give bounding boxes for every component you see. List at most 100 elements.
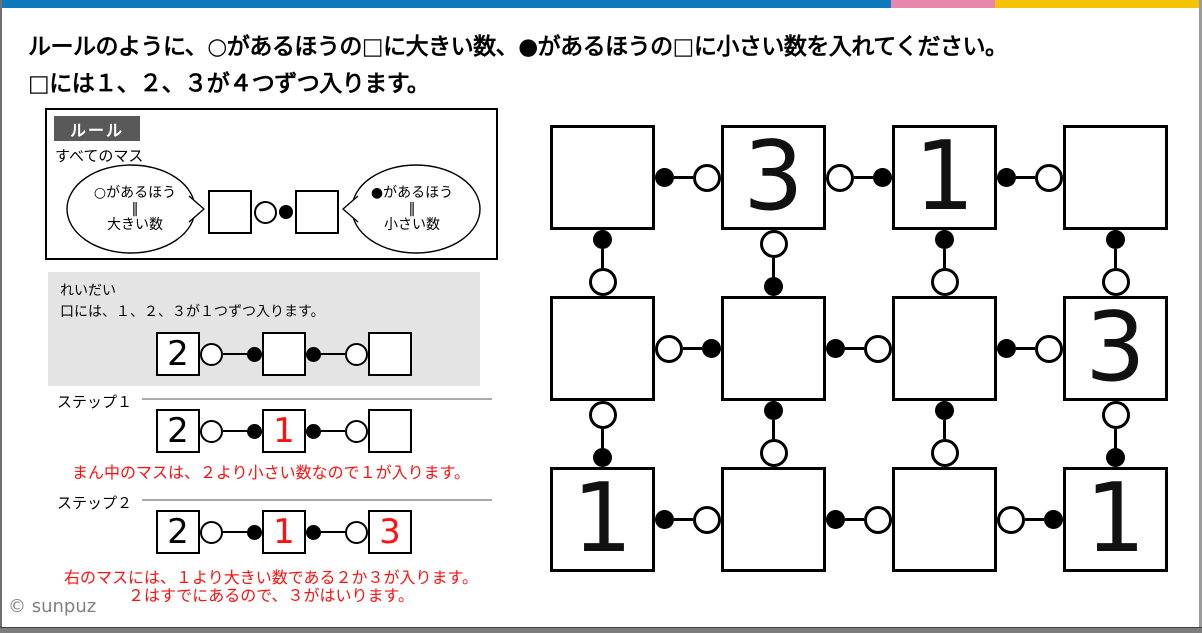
puzzle-cell-r3c1: 1 (550, 467, 655, 572)
filled-dot-icon (306, 423, 321, 439)
filled-dot-icon (247, 524, 262, 540)
connector-line (1114, 429, 1117, 448)
connector-line (943, 249, 946, 268)
open-circle-icon (345, 342, 368, 366)
circle-dot-connector (200, 518, 262, 546)
dot-circle-connector (655, 163, 721, 193)
open-circle-icon (693, 163, 721, 192)
open-circle-icon (1101, 401, 1130, 429)
dot-circle-connector (997, 163, 1063, 193)
bubble-left-line1: ○があるほう (93, 185, 177, 201)
dot-circle-connector (826, 334, 892, 364)
dot-circle-connector (306, 417, 368, 445)
bubble-right-line3: 小さい数 (384, 217, 440, 233)
example-description: 口には、１、２、３が１つずつ入ります。 (60, 304, 325, 320)
filled-dot-icon (997, 168, 1016, 187)
rule-header-badge: ルール (54, 116, 140, 141)
connector-line (223, 429, 247, 433)
connector-line (1114, 249, 1117, 268)
open-circle-icon (1035, 163, 1063, 192)
open-circle-icon (864, 334, 892, 363)
circle-dot-connector (200, 340, 262, 368)
connector-line (1016, 347, 1035, 350)
example-cell: 1 (262, 409, 306, 453)
filled-dot-icon (279, 205, 293, 219)
filled-dot-icon (764, 401, 783, 420)
puzzle-cell-r2c3[interactable] (892, 296, 997, 401)
filled-dot-icon (702, 339, 721, 358)
open-circle-icon (826, 163, 854, 192)
bubble-right-equals: ‖ (408, 201, 416, 217)
open-circle-icon (930, 268, 959, 296)
filled-dot-icon (997, 339, 1016, 358)
example-cell (368, 332, 412, 376)
puzzle-cell-r1c2: 3 (721, 125, 826, 230)
step2-note-line1: 右のマスには、１より大きい数である２か３が入ります。 (64, 568, 478, 587)
connector-line (845, 347, 864, 350)
circle-dot-connector (997, 505, 1063, 535)
dot-circle-connector (759, 401, 789, 467)
example-row: 2 (156, 332, 412, 376)
filled-dot-icon (764, 277, 783, 296)
dot-circle-connector (306, 518, 368, 546)
example-label: れいだい (60, 283, 116, 299)
open-circle-icon (588, 401, 617, 429)
step2-divider (142, 499, 492, 501)
top-bar-pink-segment (891, 0, 995, 8)
filled-dot-icon (1106, 230, 1125, 249)
rule-square-right (295, 190, 339, 234)
filled-dot-icon (826, 510, 845, 529)
filled-dot-icon (935, 401, 954, 420)
bubble-right-line1: ●があるほう (370, 185, 454, 201)
page-bottom-border (0, 627, 1202, 633)
connector-line (772, 258, 775, 277)
rule-box: ルール すべてのマス ○があるほう ‖ 大きい数 (45, 108, 498, 260)
step1-label: ステップ１ (57, 393, 133, 411)
open-circle-icon (200, 419, 223, 443)
dot-circle-connector (930, 230, 960, 296)
page-right-border (1199, 0, 1202, 633)
dot-circle-connector (588, 230, 618, 296)
top-color-bar (0, 0, 1202, 8)
connector-line (674, 518, 693, 521)
filled-dot-icon (655, 168, 674, 187)
rule-square-left (208, 190, 252, 234)
connector-line (321, 352, 345, 356)
circle-dot-connector (655, 334, 721, 364)
connector-line (601, 429, 604, 448)
circle-dot-connector (826, 163, 892, 193)
filled-dot-icon (873, 168, 892, 187)
instruction-title-line1: ルールのように、○があるほうの□に大きい数、●があるほうの□に小さい数を入れてく… (28, 34, 1008, 60)
puzzle-cell-r3c2[interactable] (721, 467, 826, 572)
puzzle-cell-r2c2[interactable] (721, 296, 826, 401)
open-circle-icon (655, 334, 683, 363)
connector-line (943, 420, 946, 439)
connector-line (321, 429, 345, 433)
open-circle-icon (200, 520, 223, 544)
puzzle-cell-r1c4[interactable] (1063, 125, 1168, 230)
example-cell: 1 (262, 510, 306, 554)
connector-line (223, 530, 247, 534)
connector-line (683, 347, 702, 350)
step1-note: まん中のマスは、２より小さい数なので１が入ります。 (71, 463, 471, 482)
circle-dot-connector (588, 401, 618, 467)
connector-line (1016, 176, 1035, 179)
step2-label: ステップ２ (57, 494, 133, 512)
circle-dot-connector (200, 417, 262, 445)
puzzle-cell-r1c1[interactable] (550, 125, 655, 230)
example-cell (262, 332, 306, 376)
puzzle-cell-r3c3[interactable] (892, 467, 997, 572)
filled-dot-icon (1106, 448, 1125, 467)
circle-dot-connector (759, 230, 789, 296)
example-cell: 2 (156, 409, 200, 453)
open-circle-icon (693, 505, 721, 534)
filled-dot-icon (826, 339, 845, 358)
puzzle-cell-r1c3: 1 (892, 125, 997, 230)
connector-line (321, 530, 345, 534)
puzzle-cell-r2c1[interactable] (550, 296, 655, 401)
open-circle-icon (345, 520, 368, 544)
open-circle-icon (345, 419, 368, 443)
